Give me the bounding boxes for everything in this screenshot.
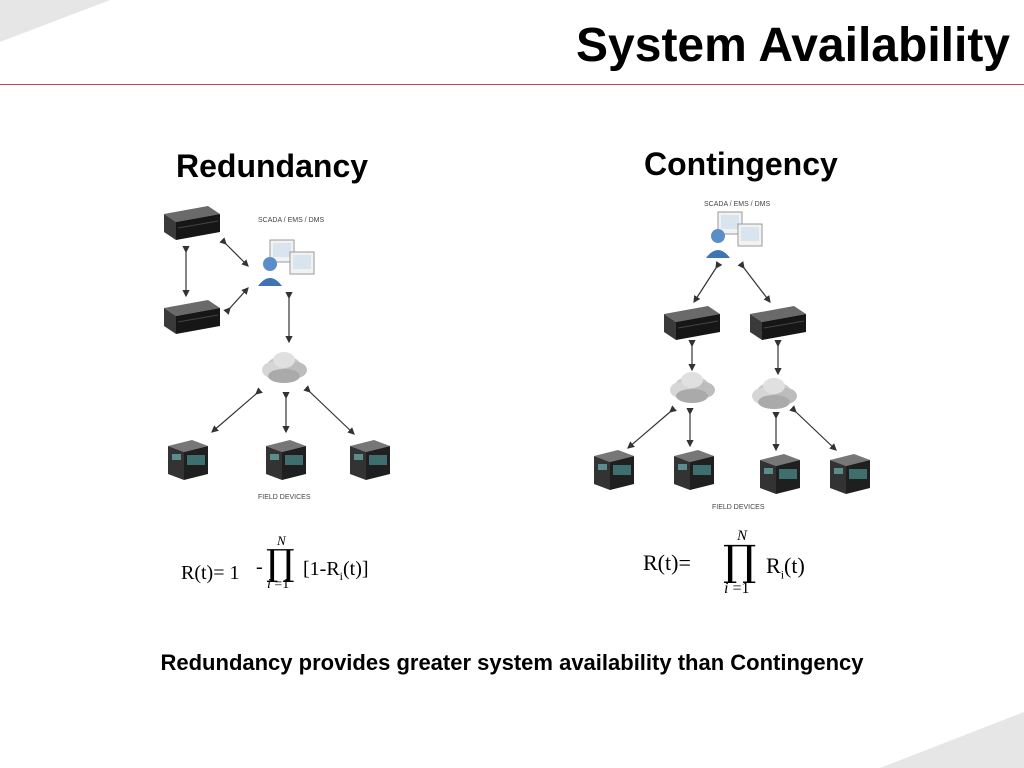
contingency-top-label: SCADA / EMS / DMS	[704, 201, 770, 208]
field-device-icon	[830, 454, 870, 494]
field-device-icon	[266, 440, 306, 480]
product-lower-limit: i =1	[267, 577, 290, 592]
product-lower-limit: i =1	[724, 580, 750, 597]
redundancy-top-label: SCADA / EMS / DMS	[258, 217, 324, 224]
network-cloud-a-icon	[670, 372, 715, 403]
product-upper-limit: N	[737, 528, 748, 544]
formula-term: [1-Ri(t)]	[303, 558, 369, 583]
formula-lhs: R(t)=	[643, 550, 691, 575]
server-a-icon	[663, 305, 721, 341]
formula-lhs: R(t)= 1	[181, 562, 240, 584]
field-device-icon	[760, 454, 800, 494]
contingency-heading: Contingency	[644, 146, 838, 182]
formula-term: Ri(t)	[766, 553, 805, 582]
server-b-icon	[749, 305, 807, 341]
redundancy-bottom-label: FIELD DEVICES	[258, 494, 311, 501]
product-upper-limit: N	[277, 533, 286, 548]
title-divider	[0, 84, 1024, 85]
field-device-icon	[674, 450, 714, 490]
primary-server-icon	[163, 205, 221, 241]
page-title: System Availability	[576, 19, 1010, 72]
conclusion-text: Redundancy provides greater system avail…	[160, 650, 864, 675]
redundancy-diagram: SCADA / EMS / DMS FIELD DEVICES	[163, 205, 390, 501]
backup-server-icon	[163, 299, 221, 335]
redundancy-heading: Redundancy	[176, 148, 369, 184]
contingency-diagram: SCADA / EMS / DMS FIELD DEVICES	[594, 201, 870, 511]
field-device-icon	[594, 450, 634, 490]
formula-minus: -	[256, 556, 263, 578]
architecture-diagrams: SCADA / EMS / DMS FIELD DEVICES SCADA / …	[163, 201, 870, 511]
contingency-bottom-label: FIELD DEVICES	[712, 504, 765, 511]
product-symbol: ∏	[266, 543, 295, 584]
network-cloud-b-icon	[752, 378, 797, 409]
field-device-icon	[168, 440, 208, 480]
product-symbol: ∏	[723, 536, 757, 585]
scada-workstation-icon	[705, 211, 763, 259]
network-cloud-icon	[262, 352, 307, 383]
scada-workstation-icon	[257, 239, 315, 287]
field-device-icon	[350, 440, 390, 480]
